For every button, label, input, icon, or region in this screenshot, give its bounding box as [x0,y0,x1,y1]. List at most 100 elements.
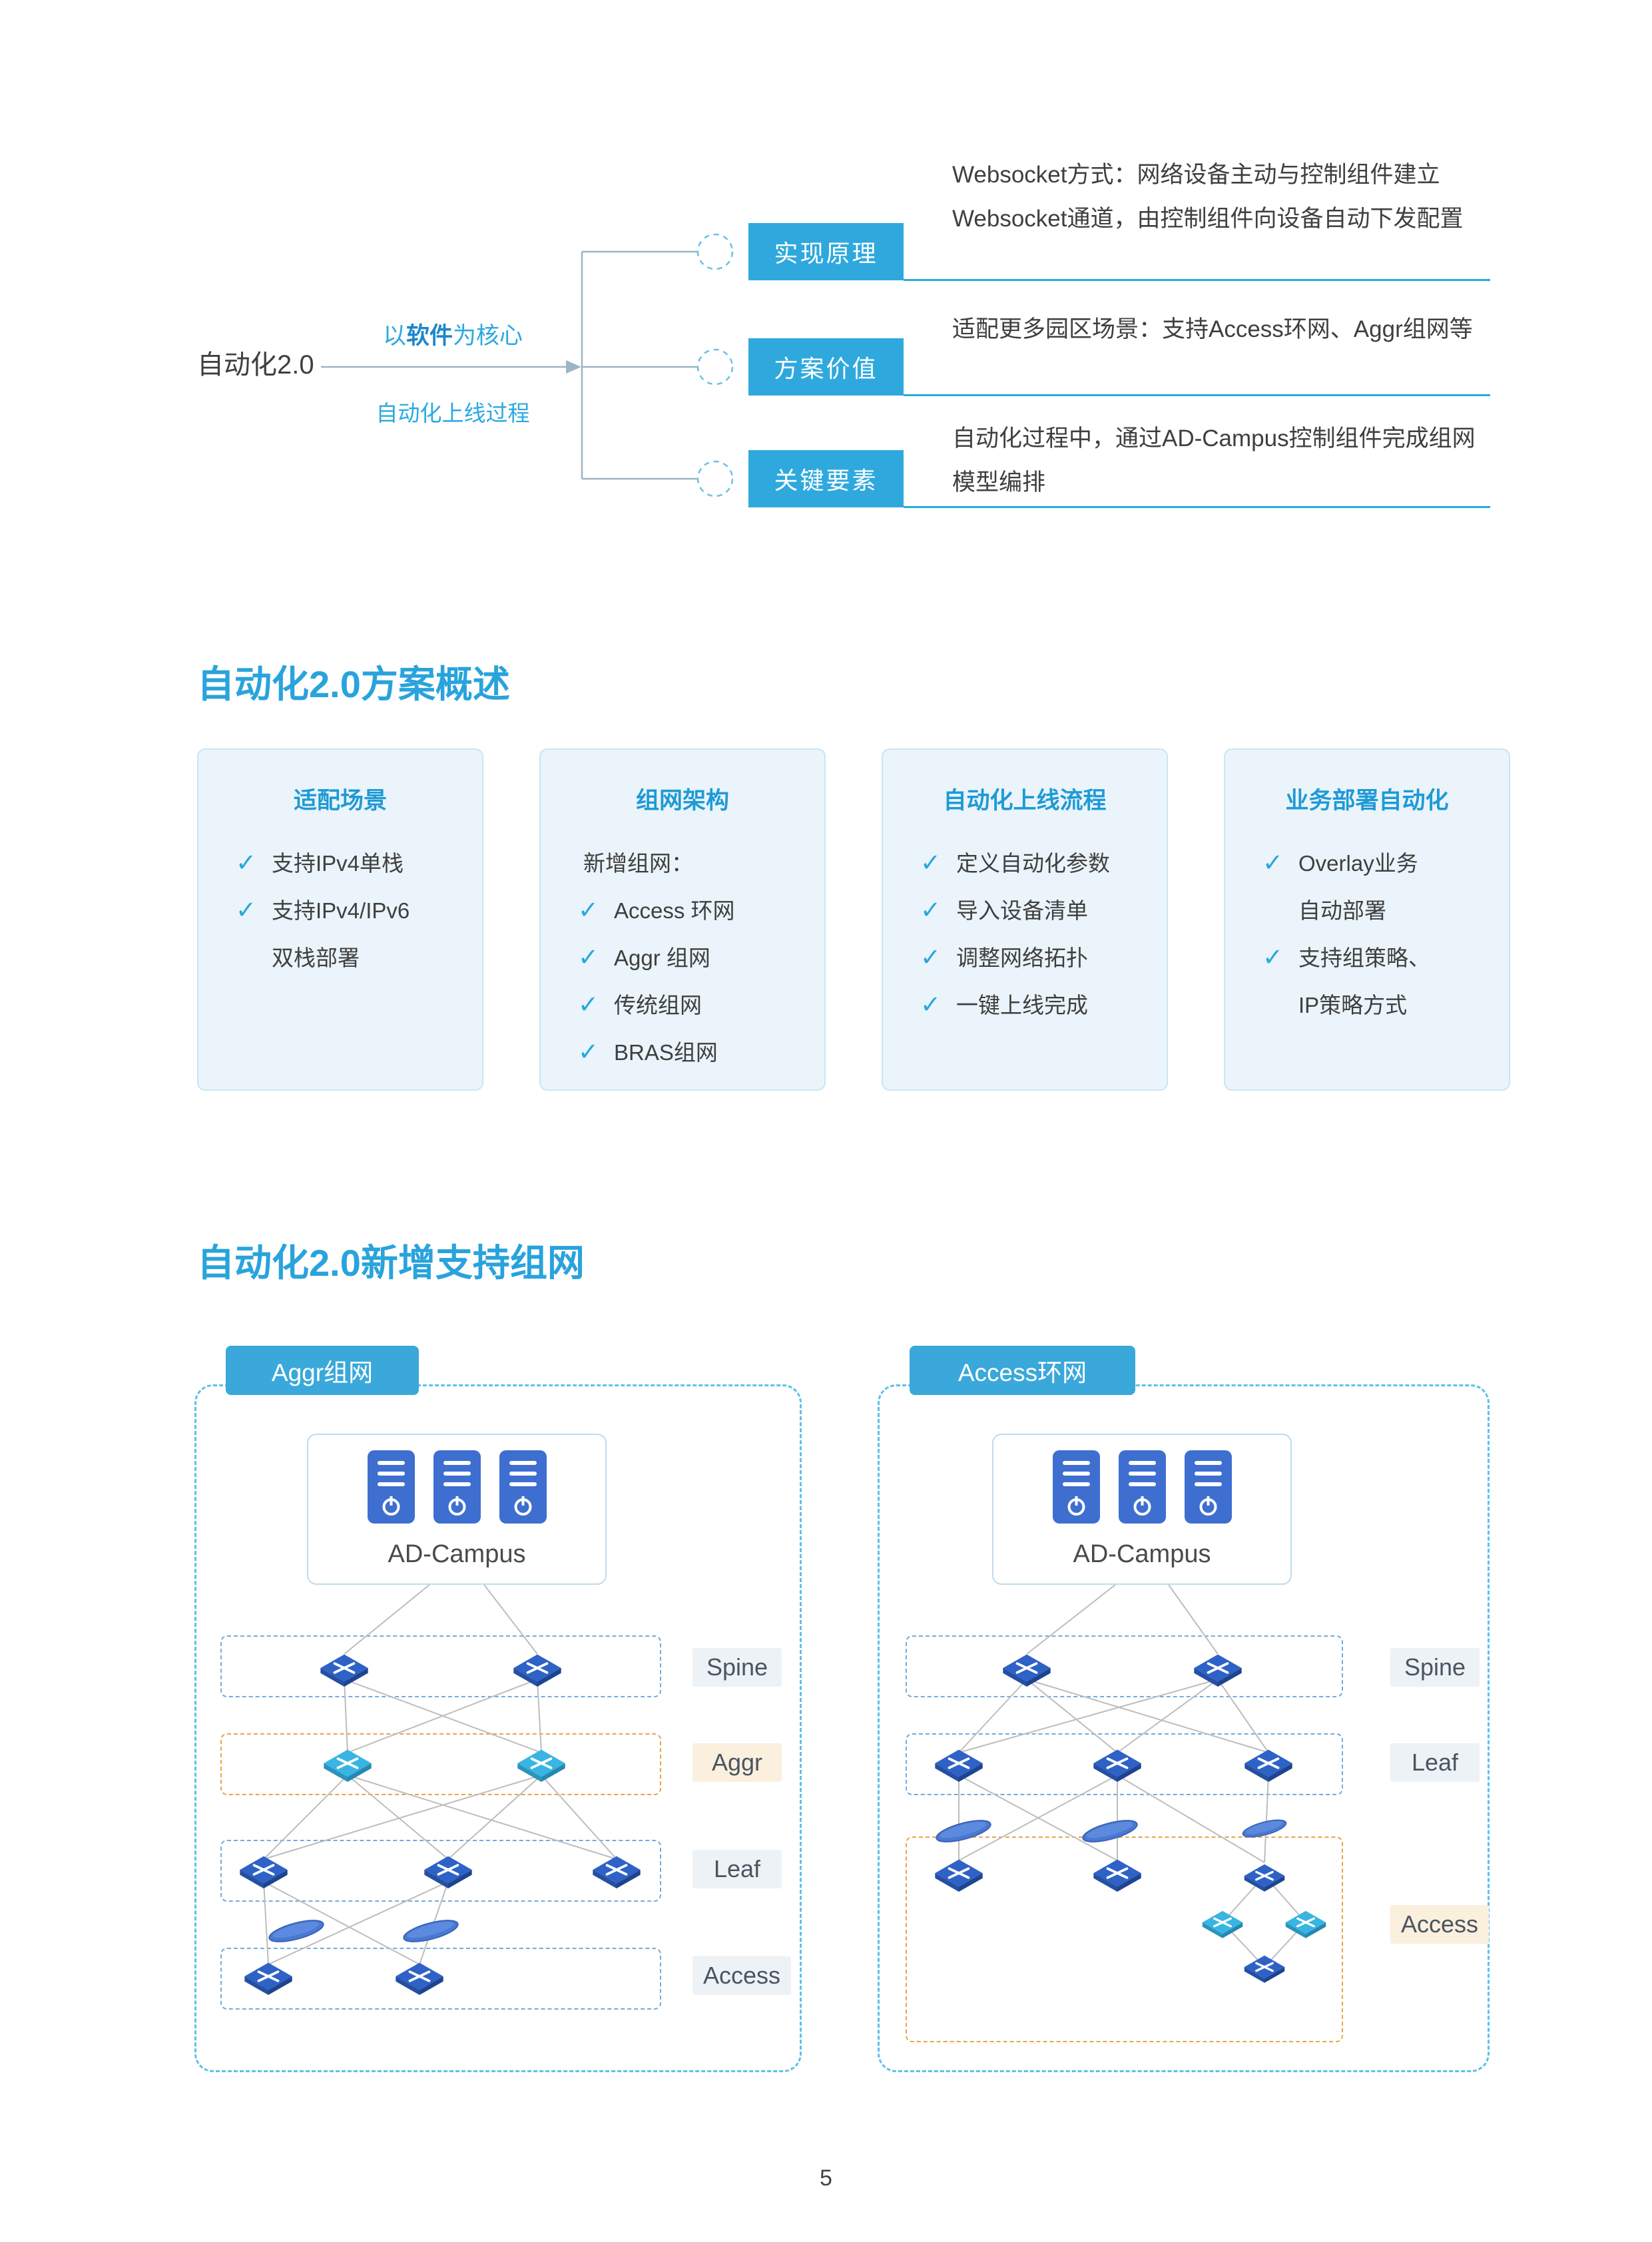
layer-zone-spine [220,1635,661,1697]
card-item: ✓ Access 环网 [541,896,824,943]
divider [904,506,1490,508]
card-item: ✓ 支持IPv4/IPv6 [198,896,482,943]
check-icon: ✓ [578,1038,599,1065]
switch-icon [423,1854,473,1890]
server-icon [498,1450,547,1524]
card-item-text: 调整网络拓扑 [956,946,1088,970]
switch-icon [1193,1653,1243,1688]
card-item: ✓ 支持IPv4单栈 [198,848,482,896]
server-icon [1183,1450,1233,1524]
switch-icon [1243,1954,1286,1984]
page-number: 5 [820,2165,832,2191]
card-item: 新增组网： [541,848,824,896]
server-icon [1051,1450,1101,1524]
check-icon: ✓ [920,991,942,1018]
layer-chip-access: Access [692,1956,792,1995]
edge-label-strong: 软件 [406,323,453,349]
branch-desc: Websocket方式：网络设备主动与控制组件建立Websocket通道，由控制… [952,162,1464,232]
server-icon [1117,1450,1167,1524]
check-icon: ✓ [920,849,942,876]
server-icon [366,1450,415,1524]
card-item-text: 传统组网 [614,993,702,1017]
divider [904,279,1490,281]
switch-icon [322,1748,373,1783]
controller-label: AD-Campus [388,1540,526,1568]
card-item: ✓ 一键上线完成 [883,990,1167,1037]
card-item-text: BRAS组网 [614,1040,718,1065]
feature-card-scenarios: 适配场景 ✓ 支持IPv4单栈 ✓ 支持IPv4/IPv6 双栈部署 [197,748,483,1091]
switch-icon [934,1748,984,1783]
check-icon: ✓ [1262,944,1284,971]
card-item: IP策略方式 [1225,990,1509,1037]
switch-icon [1201,1910,1244,1940]
layer-chip-leaf: Leaf [1390,1743,1480,1782]
check-icon: ✓ [236,849,257,876]
switch-icon [1092,1858,1143,1893]
topology-panel-aggr: AD-Campus Spine Aggr Leaf Access [194,1384,802,2072]
layer-zone-spine [906,1635,1343,1697]
mindmap-root: 自动化2.0 [197,350,314,380]
card-item-text: 支持IPv4/IPv6 [272,898,410,923]
card-item-text: Access 环网 [614,898,735,923]
topology-diagram-aggr [238,1584,642,1996]
divider [904,394,1490,396]
check-icon: ✓ [578,991,599,1018]
card-item-text: 自动部署 [1298,898,1386,923]
switch-icon [319,1653,370,1688]
link-ellipse-icon [1240,1816,1288,1841]
controller-box: AD-Campus [992,1434,1292,1585]
check-icon: ✓ [920,944,942,971]
switch-icon [512,1653,563,1688]
layer-chip-aggr: Aggr [692,1743,782,1782]
layer-chip-leaf: Leaf [692,1850,782,1888]
card-item-text: 支持组策略、 [1298,946,1430,970]
card-item-text: 一键上线完成 [956,993,1088,1017]
layer-chip-spine: Spine [692,1648,782,1687]
link-ellipse-icon [1080,1815,1140,1847]
edge-label-suffix: 为核心 [453,323,523,349]
branch-desc: 适配更多园区场景：支持Access环网、Aggr组网等 [952,316,1473,342]
node-circle-icon [696,233,734,270]
mindmap-edge-label-bottom: 自动化上线过程 [376,401,530,425]
switch-icon [238,1854,289,1890]
controller-box: AD-Campus [307,1434,607,1585]
branch-label-principle: 实现原理 [748,223,904,280]
card-items: 新增组网： ✓ Access 环网 ✓ Aggr 组网 ✓ 传统组网 ✓ BRA… [541,848,824,1085]
server-cluster [308,1450,605,1524]
card-item: ✓ BRAS组网 [541,1037,824,1085]
switch-icon [1001,1653,1052,1688]
arrow-icon [566,360,581,374]
section-title-topology: 自动化2.0新增支持组网 [197,1242,585,1284]
card-title: 自动化上线流程 [943,788,1107,814]
card-item: ✓ 导入设备清单 [883,896,1167,943]
card-item: ✓ 定义自动化参数 [883,848,1167,896]
panel-tag-access-ring: Access环网 [910,1346,1135,1395]
card-title: 业务部署自动化 [1285,788,1449,814]
edge-label-prefix: 以 [382,323,406,349]
card-item-text: 导入设备清单 [956,898,1088,923]
card-title: 适配场景 [293,788,387,814]
card-item: ✓ Overlay业务 [1225,848,1509,896]
card-item: ✓ 传统组网 [541,990,824,1037]
section-title-overview: 自动化2.0方案概述 [197,663,510,705]
server-cluster [993,1450,1290,1524]
card-items: ✓ 定义自动化参数 ✓ 导入设备清单 ✓ 调整网络拓扑 ✓ 一键上线完成 [883,848,1167,1037]
topology-panel-access-ring: AD-Campus Spine Leaf Access [878,1384,1490,2072]
mindmap-edge-label-top: 以软件为核心 [346,317,559,351]
branch-label-value: 方案价值 [748,338,904,396]
layer-chip-access: Access [1390,1905,1490,1944]
panel-tag-aggr: Aggr组网 [226,1346,419,1395]
card-item: 双栈部署 [198,943,482,990]
feature-card-architecture: 组网架构 新增组网： ✓ Access 环网 ✓ Aggr 组网 ✓ 传统组网 … [539,748,826,1091]
card-item: ✓ Aggr 组网 [541,943,824,990]
topology-diagram-access [934,1584,1327,1984]
switch-icon [934,1858,984,1893]
mindmap-connectors [321,233,734,497]
switch-icon [1092,1748,1143,1783]
controller-label: AD-Campus [1073,1540,1211,1568]
check-icon: ✓ [578,896,599,924]
server-icon [432,1450,481,1524]
layer-zone-access [220,1948,661,2010]
switch-icon [1284,1910,1327,1940]
